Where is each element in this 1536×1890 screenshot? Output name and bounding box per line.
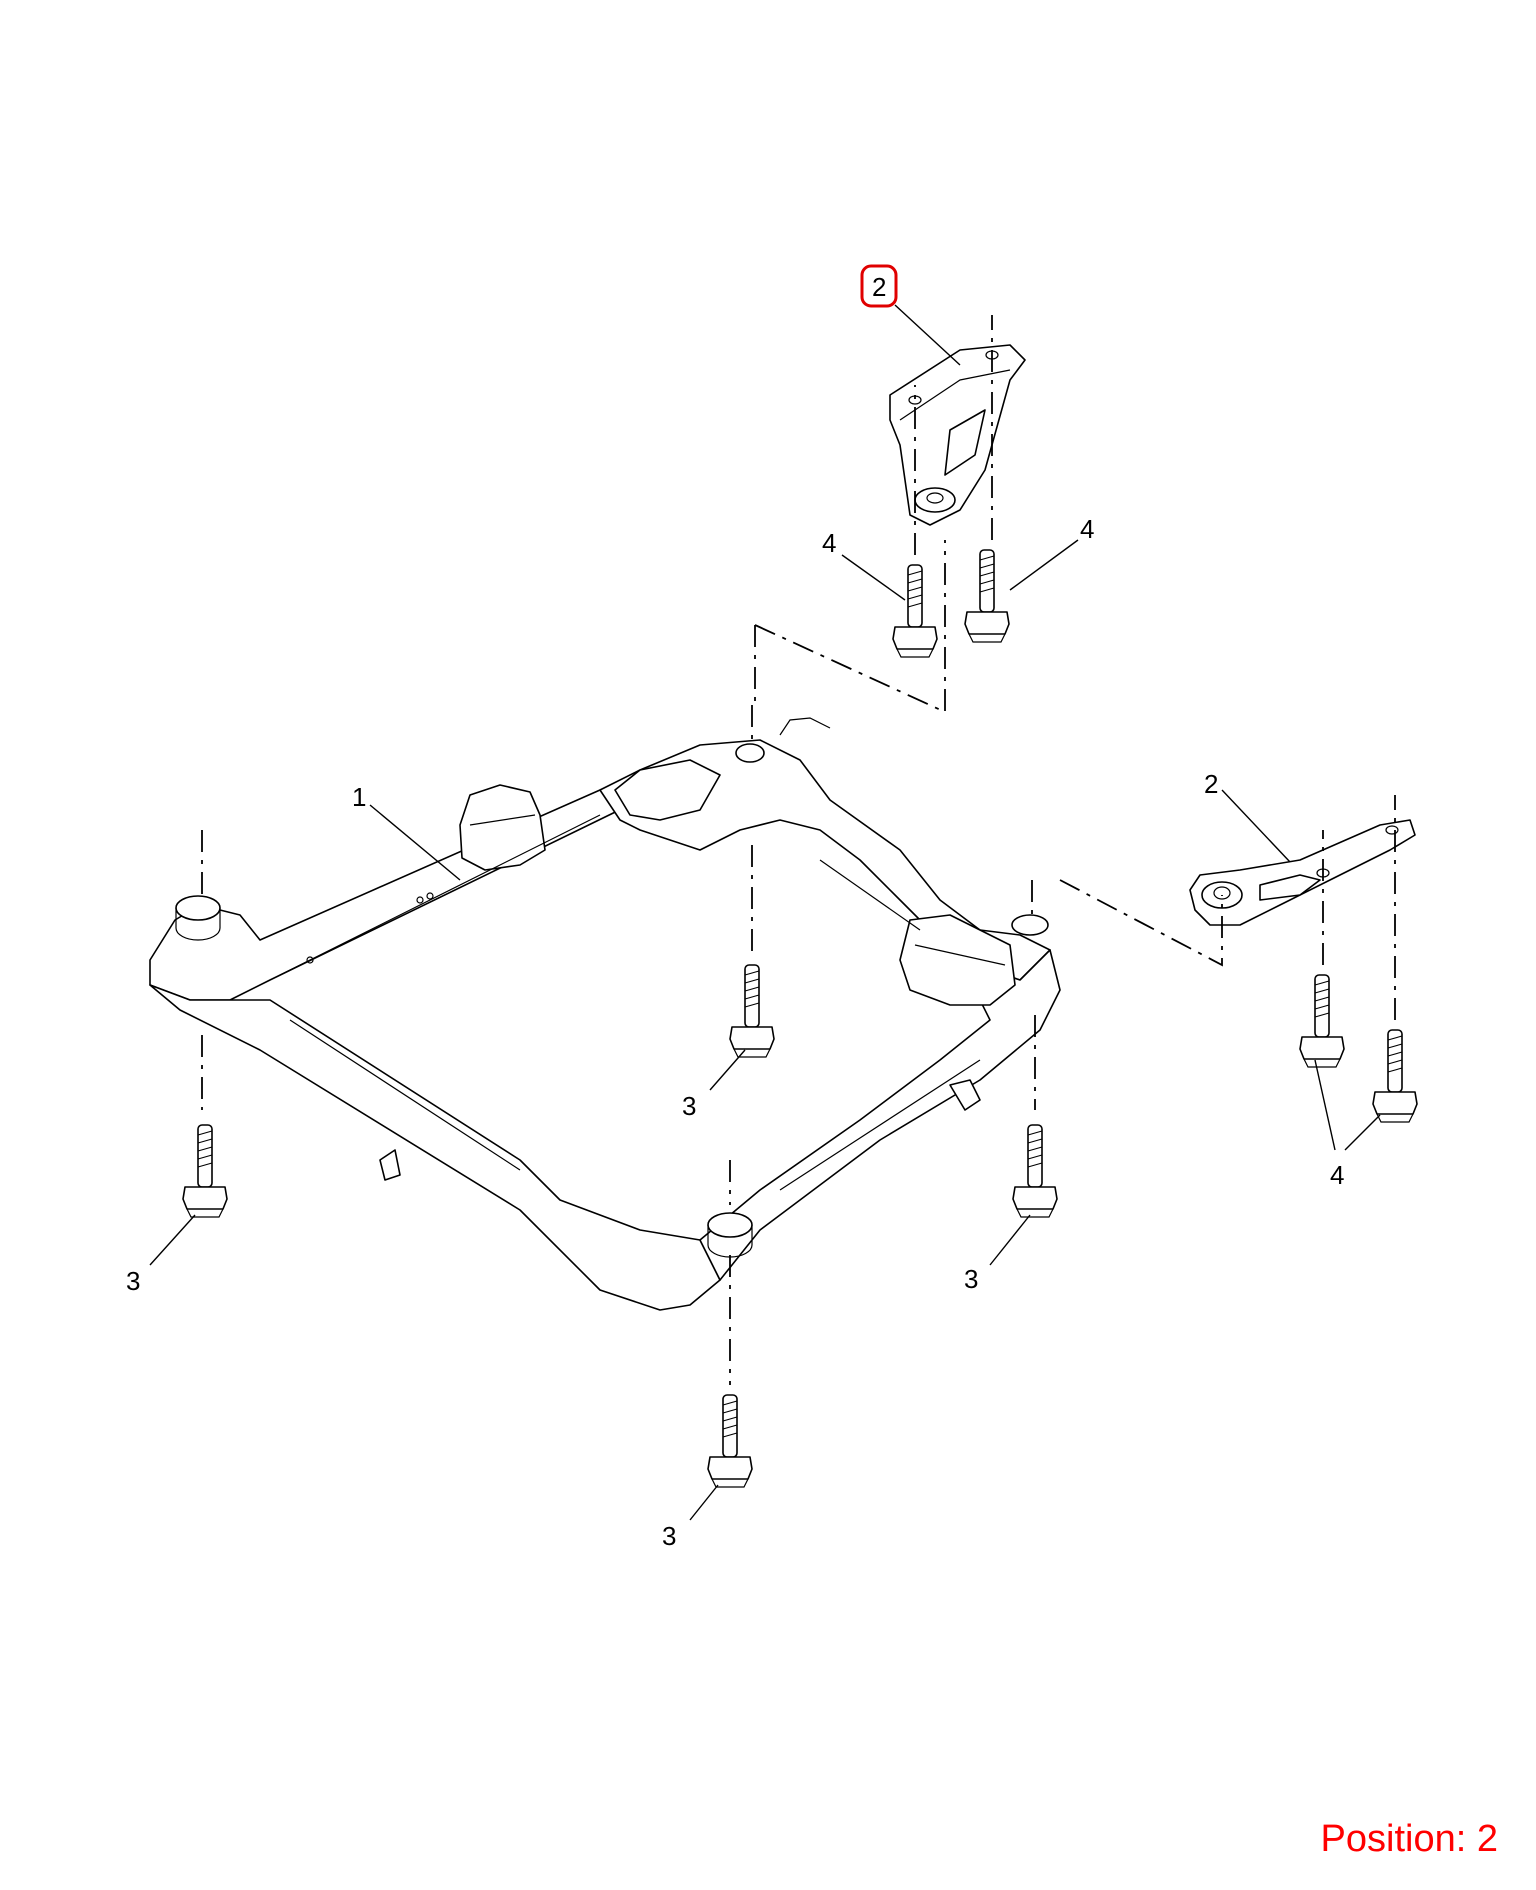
bolt-bracket-right-b[interactable] bbox=[1372, 1029, 1418, 1123]
bolt-bracket-upper-right[interactable] bbox=[964, 549, 1010, 643]
bolt-center[interactable] bbox=[729, 964, 775, 1058]
callout-bracket-right[interactable]: 2 bbox=[1204, 769, 1218, 799]
bolt-bracket-right-a[interactable] bbox=[1299, 974, 1345, 1068]
bolt-bracket-upper-left[interactable] bbox=[892, 564, 938, 658]
callout-labels: 1 2 2 3 3 3 3 4 4 4 bbox=[126, 272, 1344, 1551]
position-label-text: Position: bbox=[1320, 1818, 1467, 1860]
position-indicator: Position: 2 bbox=[1321, 1818, 1498, 1861]
position-value: 2 bbox=[1476, 1818, 1498, 1860]
bolt-front-left[interactable] bbox=[182, 1124, 228, 1218]
callout-bolt-bracket-upper-left[interactable]: 4 bbox=[822, 528, 836, 558]
bracket-right[interactable] bbox=[1189, 819, 1416, 926]
assembly-axes bbox=[201, 315, 1396, 1385]
callout-bolt-front-left[interactable]: 3 bbox=[126, 1266, 140, 1296]
callout-bolt-center[interactable]: 3 bbox=[682, 1091, 696, 1121]
leader-lines bbox=[149, 304, 1381, 1521]
selected-callout-highlight bbox=[860, 264, 898, 308]
callout-bolt-front-center[interactable]: 3 bbox=[662, 1521, 676, 1551]
bolt-right[interactable] bbox=[1012, 1124, 1058, 1218]
bolt-front-center[interactable] bbox=[707, 1394, 753, 1488]
callout-bolt-bracket-upper-right[interactable]: 4 bbox=[1080, 514, 1094, 544]
subframe[interactable] bbox=[149, 717, 1061, 1311]
bracket-upper[interactable] bbox=[889, 344, 1026, 526]
callout-bolt-right[interactable]: 3 bbox=[964, 1264, 978, 1294]
callout-subframe[interactable]: 1 bbox=[352, 782, 366, 812]
callout-bolt-bracket-right[interactable]: 4 bbox=[1330, 1160, 1344, 1190]
callout-bracket-upper[interactable]: 2 bbox=[872, 272, 886, 302]
